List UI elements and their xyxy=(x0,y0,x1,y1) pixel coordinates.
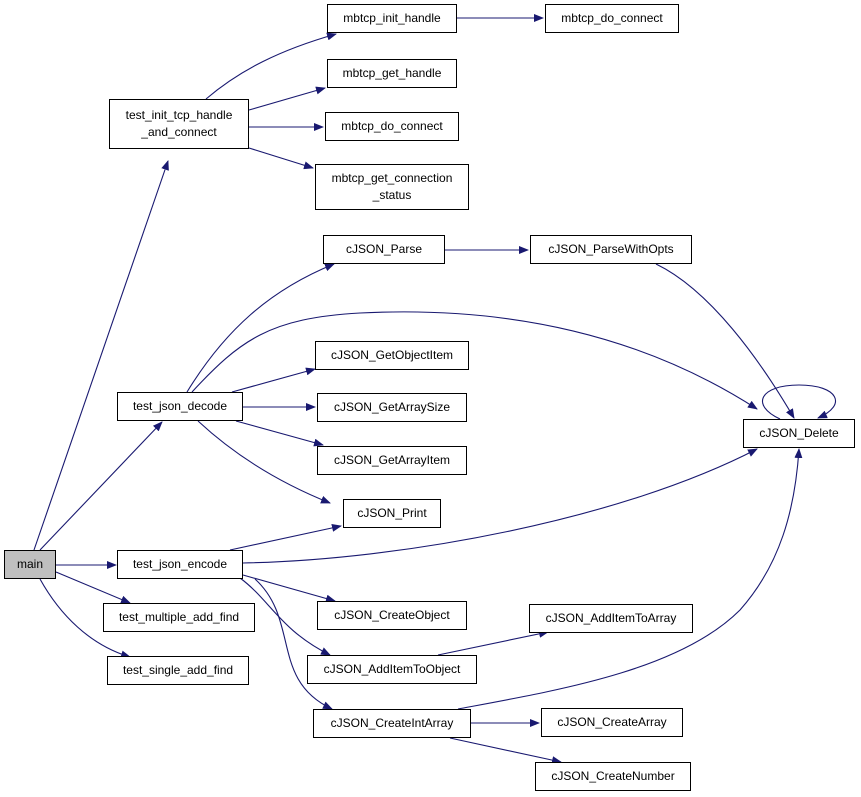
node-cJSON-Print[interactable]: cJSON_Print xyxy=(343,499,441,528)
node-cJSON-GetArrayItem[interactable]: cJSON_GetArrayItem xyxy=(317,446,467,475)
edge-test_init_tcp_handle_and_connect-to-mbtcp_get_handle xyxy=(248,86,326,111)
edge-cJSON_AddItemToObject-to-cJSON_AddItemToArray xyxy=(437,629,549,656)
node-label: cJSON_CreateNumber xyxy=(551,769,675,783)
edge-main-to-test_single_add_find xyxy=(39,578,131,659)
node-label: mbtcp_do_connect xyxy=(341,119,443,133)
edge-cJSON_CreateIntArray-to-cJSON_CreateNumber xyxy=(449,737,562,765)
node-label: test_init_tcp_handle xyxy=(125,108,233,122)
node-label: cJSON_CreateIntArray xyxy=(330,716,454,730)
node-mbtcp-get-handle[interactable]: mbtcp_get_handle xyxy=(327,59,457,88)
node-test-multiple-add-find[interactable]: test_multiple_add_find xyxy=(103,603,255,632)
node-label: cJSON_Delete xyxy=(759,426,839,440)
edge-test_json_decode-to-cJSON_Delete xyxy=(191,311,758,410)
node-label: cJSON_GetArrayItem xyxy=(333,453,451,467)
node-label: test_single_add_find xyxy=(122,663,234,677)
node-label: cJSON_Print xyxy=(357,506,427,520)
node-cJSON-GetArraySize[interactable]: cJSON_GetArraySize xyxy=(317,393,467,422)
node-label: cJSON_CreateObject xyxy=(334,608,450,622)
edge-test_init_tcp_handle_and_connect-to-mbtcp_get_connection_status xyxy=(248,147,314,170)
node-cJSON-AddItemToObject[interactable]: cJSON_AddItemToObject xyxy=(307,655,477,684)
edge-main-to-test_multiple_add_find xyxy=(55,571,131,604)
edge-test_init_tcp_handle_and_connect-to-mbtcp_init_handle xyxy=(205,32,337,100)
node-cJSON-AddItemToArray[interactable]: cJSON_AddItemToArray xyxy=(529,604,693,633)
node-cJSON-Parse[interactable]: cJSON_Parse xyxy=(323,235,445,264)
node-cJSON-ParseWithOpts[interactable]: cJSON_ParseWithOpts xyxy=(530,235,692,264)
node-label: _and_connect xyxy=(141,125,217,139)
edge-cJSON_ParseWithOpts-to-cJSON_Delete xyxy=(655,263,795,419)
edge-main-to-test_json_decode xyxy=(39,421,163,551)
node-label: cJSON_AddItemToObject xyxy=(323,662,461,676)
edge-test_json_encode-to-cJSON_Print xyxy=(229,523,342,551)
node-label: mbtcp_init_handle xyxy=(343,11,441,25)
edge-test_json_encode-to-cJSON_AddItemToObject xyxy=(239,577,331,656)
node-cJSON-Delete[interactable]: cJSON_Delete xyxy=(743,419,855,448)
node-label: cJSON_GetObjectItem xyxy=(330,348,454,362)
node-label: cJSON_GetArraySize xyxy=(333,400,451,414)
node-mbtcp-init-handle[interactable]: mbtcp_init_handle xyxy=(327,4,457,33)
node-cJSON-CreateNumber[interactable]: cJSON_CreateNumber xyxy=(535,762,691,791)
edge-test_json_encode-to-cJSON_CreateObject xyxy=(242,574,336,603)
edge-cJSON_Delete-to-cJSON_Delete xyxy=(761,384,837,420)
node-mbtcp-do-connect-1[interactable]: mbtcp_do_connect xyxy=(545,4,679,33)
node-test-json-encode[interactable]: test_json_encode xyxy=(117,550,243,579)
node-label: main xyxy=(16,557,43,571)
edge-test_json_decode-to-cJSON_Parse xyxy=(186,263,335,393)
node-cJSON-CreateArray[interactable]: cJSON_CreateArray xyxy=(541,708,683,737)
edge-main-to-test_init_tcp_handle_and_connect xyxy=(33,160,169,551)
edge-test_json_decode-to-cJSON_GetObjectItem xyxy=(231,367,316,393)
edge-test_json_decode-to-cJSON_Print xyxy=(197,420,331,504)
edge-cJSON_CreateIntArray-to-cJSON_Delete xyxy=(457,448,803,710)
node-test-single-add-find[interactable]: test_single_add_find xyxy=(107,656,249,685)
node-label: test_multiple_add_find xyxy=(118,610,240,624)
node-test-init-tcp-handle-and-connect[interactable]: test_init_tcp_handle _and_connect xyxy=(109,99,249,149)
node-cJSON-CreateObject[interactable]: cJSON_CreateObject xyxy=(317,601,467,630)
node-mbtcp-get-connection-status[interactable]: mbtcp_get_connection _status xyxy=(315,164,469,210)
node-cJSON-GetObjectItem[interactable]: cJSON_GetObjectItem xyxy=(315,341,469,370)
node-label: cJSON_CreateArray xyxy=(557,715,667,729)
edge-test_json_decode-to-cJSON_GetArrayItem xyxy=(235,420,324,447)
node-label: test_json_encode xyxy=(132,557,228,571)
node-label: mbtcp_get_connection xyxy=(331,171,453,185)
node-label: _status xyxy=(372,188,412,202)
edge-test_json_encode-to-cJSON_CreateIntArray xyxy=(254,578,333,710)
node-main[interactable]: main xyxy=(4,550,56,579)
node-label: mbtcp_get_handle xyxy=(342,66,442,80)
node-mbtcp-do-connect-2[interactable]: mbtcp_do_connect xyxy=(325,112,459,141)
node-test-json-decode[interactable]: test_json_decode xyxy=(117,392,243,421)
node-label: cJSON_ParseWithOpts xyxy=(548,242,674,256)
node-label: cJSON_AddItemToArray xyxy=(545,611,677,625)
edge-test_json_encode-to-cJSON_Delete xyxy=(242,448,758,564)
node-cJSON-CreateIntArray[interactable]: cJSON_CreateIntArray xyxy=(313,709,471,738)
node-label: test_json_decode xyxy=(132,399,228,413)
node-label: mbtcp_do_connect xyxy=(561,11,663,25)
node-label: cJSON_Parse xyxy=(345,242,423,256)
